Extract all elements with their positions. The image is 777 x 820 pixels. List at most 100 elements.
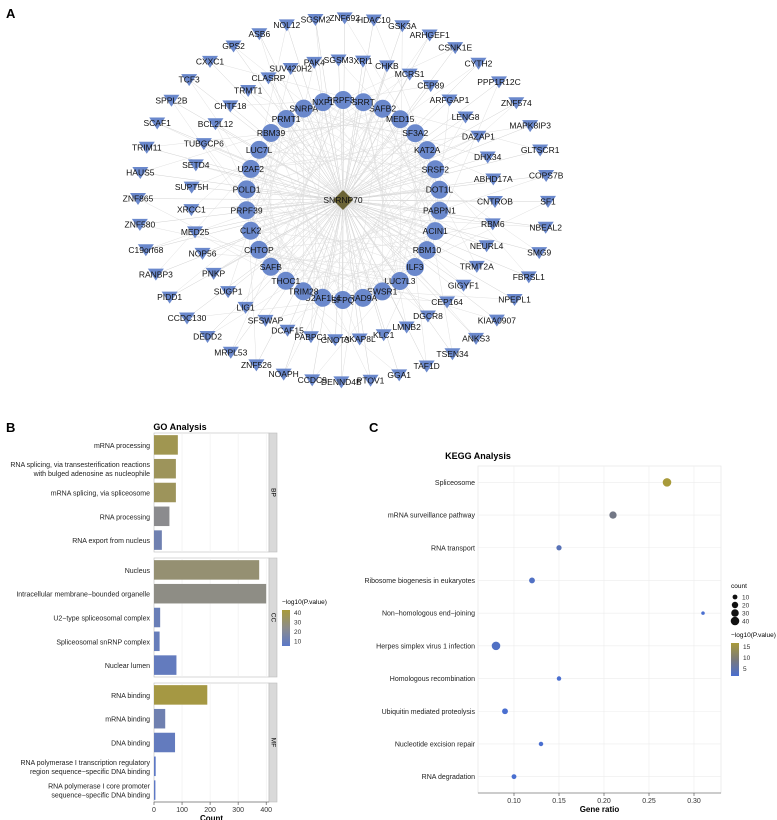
network-node-label: ZNF526 — [241, 360, 272, 370]
network-node-label: SUGP1 — [214, 287, 243, 297]
network-node-label: LUC7L3 — [384, 276, 415, 286]
network-node-label: SRRT — [352, 97, 375, 107]
network-node — [336, 12, 353, 25]
go-x-axis-title: Count — [200, 814, 223, 820]
network-edge — [342, 199, 371, 381]
go-bar — [154, 458, 176, 479]
go-term-label: Nucleus — [125, 568, 151, 575]
go-x-tick-label: 200 — [204, 807, 216, 814]
network-node — [457, 111, 474, 124]
network-node — [351, 333, 368, 346]
network-edge — [270, 34, 430, 267]
go-term-label: RNA processing — [100, 514, 150, 521]
network-node — [455, 279, 472, 292]
network-node-label: RBM39 — [257, 128, 286, 138]
network-edge — [270, 47, 456, 134]
kegg-point — [491, 641, 501, 651]
network-node — [237, 180, 256, 199]
kegg-term-label: Nucleotide excision repair — [395, 741, 476, 748]
network-node-label: KAT2A — [414, 145, 441, 155]
network-node-label: CLK2 — [240, 226, 262, 236]
kegg-point — [556, 676, 562, 681]
network-edge — [259, 108, 383, 151]
network-node-label: ZNF580 — [125, 219, 156, 229]
go-facet-strip — [268, 432, 278, 553]
network-node — [405, 258, 424, 277]
network-node-label: PNKP — [202, 269, 225, 279]
network-edge — [258, 149, 364, 298]
network-node — [207, 118, 224, 131]
network-node — [439, 296, 456, 309]
network-edge — [399, 25, 403, 282]
network-node-label: MED15 — [386, 114, 415, 124]
network-node-label: CSNK1E — [438, 43, 472, 53]
network-edge — [191, 149, 260, 210]
network-node-label: TCF3 — [179, 75, 201, 85]
network-edge — [322, 230, 436, 298]
network-edge — [250, 102, 364, 170]
network-edge — [342, 20, 375, 201]
network-node — [248, 359, 265, 372]
kegg-plot-frame — [477, 465, 722, 794]
network-node-label: LENG8 — [452, 112, 480, 122]
network-node-label: MRPL53 — [214, 347, 247, 357]
network-node — [163, 94, 180, 107]
network-node — [488, 314, 505, 327]
kegg-size-legend-dot — [732, 594, 738, 600]
network-node-label: XRCC1 — [177, 205, 206, 215]
network-edge — [139, 224, 400, 282]
network-node-label: PAK4 — [304, 58, 325, 68]
network-node — [532, 144, 549, 157]
go-term-label: RNA polymerase I transcription regulator… — [20, 760, 150, 767]
network-node — [161, 291, 178, 304]
network-node — [373, 282, 392, 301]
network-edge — [285, 266, 415, 282]
network-edge — [426, 81, 500, 251]
network-node — [444, 348, 461, 361]
network-node-label: ZNF574 — [501, 98, 532, 108]
network-node-label: GLTSCR1 — [521, 145, 560, 155]
network-node — [468, 332, 485, 345]
go-bar — [154, 756, 156, 777]
network-node-label: TAF1D — [414, 361, 440, 371]
network-edge — [322, 101, 436, 170]
network-edge — [342, 201, 549, 301]
go-term-label: region sequence−specific DNA binding — [30, 769, 150, 776]
network-node — [537, 221, 554, 234]
network-node — [276, 271, 295, 290]
network-node-label: TRMT1 — [234, 86, 263, 96]
network-node-label: NXF1 — [312, 97, 334, 107]
network-edge — [303, 108, 428, 151]
network-node-label: TRIM28 — [288, 286, 319, 296]
network-edge — [382, 169, 436, 292]
center-node — [333, 190, 353, 210]
go-term-label: RNA splicing, via transesterification re… — [10, 462, 150, 469]
network-node-label: CHTOP — [244, 245, 274, 255]
network-edge — [439, 175, 547, 211]
go-x-tick-label: 0 — [152, 807, 156, 814]
network-node — [426, 160, 445, 179]
go-legend-colorbar — [282, 610, 290, 646]
network-node-label: SCAF1 — [144, 118, 172, 128]
kegg-point — [511, 774, 517, 780]
network-edge — [250, 108, 383, 231]
network-node-label: SUV420H2 — [269, 64, 312, 74]
network-node-label: DEDD2 — [193, 332, 222, 342]
network-node — [149, 117, 166, 130]
network-node — [313, 288, 332, 307]
network-node-label: C19orf68 — [128, 245, 163, 255]
network-node-label: PIDD1 — [157, 292, 182, 302]
network-edge — [259, 33, 344, 301]
network-edge — [399, 119, 428, 251]
network-edge — [245, 199, 344, 308]
network-node-label: SAFB2 — [369, 104, 396, 114]
network-edge — [246, 119, 401, 211]
network-node — [506, 294, 523, 307]
go-bar — [154, 530, 162, 550]
network-node — [522, 120, 539, 133]
network-node-label: PRPF39 — [230, 205, 262, 215]
network-node-label: NOL12 — [273, 20, 300, 30]
network-edge — [270, 132, 344, 301]
